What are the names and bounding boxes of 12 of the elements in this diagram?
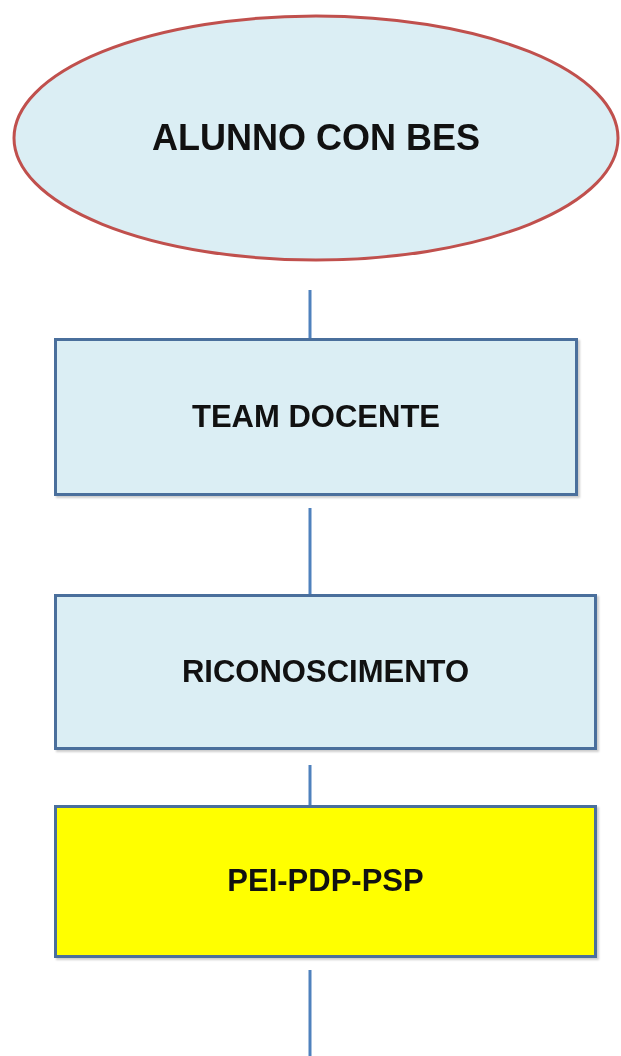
node-label: TEAM DOCENTE xyxy=(192,397,440,436)
connector-line xyxy=(308,970,312,1056)
node-label: PEI-PDP-PSP xyxy=(227,862,424,901)
process-box xyxy=(54,805,597,958)
connector-line xyxy=(308,765,312,805)
connector-line xyxy=(308,508,312,594)
node-label: RICONOSCIMENTO xyxy=(181,652,470,691)
process-box xyxy=(54,594,597,750)
node-label: ALUNNO CON BES xyxy=(152,116,480,160)
start-ellipse xyxy=(12,14,620,262)
connector-line xyxy=(308,290,312,338)
process-box xyxy=(54,338,578,496)
